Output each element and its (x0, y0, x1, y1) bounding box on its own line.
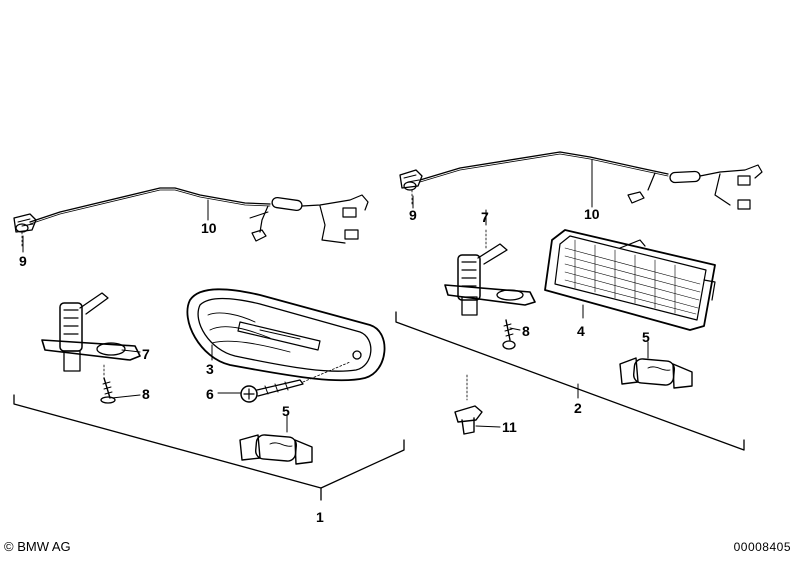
left-wiring-harness (29, 187, 369, 244)
callout-right-switch: 7 (481, 209, 489, 225)
callout-labels: 10 9 7 8 3 6 5 1 10 9 7 8 4 5 2 11 (19, 206, 650, 525)
left-door-switch (41, 292, 141, 372)
callout-lamp-screw: 6 (206, 386, 214, 402)
left-clip (13, 213, 37, 249)
callout-left-clip: 9 (19, 253, 27, 269)
leader-lines (22, 194, 593, 428)
callout-left-screw: 8 (142, 386, 150, 402)
left-group-bracket (13, 394, 405, 501)
right-door-switch (444, 229, 536, 316)
callout-right-bulb: 5 (642, 329, 650, 345)
left-screw (100, 364, 116, 404)
callout-right-clip: 9 (409, 207, 417, 223)
plug (454, 374, 483, 435)
lamp-screw (240, 361, 351, 403)
callout-right-wire: 10 (584, 206, 600, 222)
callout-left-switch-ref: 7 (142, 346, 150, 362)
right-wiring-harness (419, 151, 763, 210)
right-screw (502, 319, 516, 350)
left-festoon-bulb (239, 415, 313, 465)
right-lamp-lens (544, 229, 716, 331)
callout-lamp-lens: 3 (206, 361, 214, 377)
right-group-bracket (395, 311, 745, 451)
interior-lamp-housing (186, 288, 386, 382)
callout-right-group: 2 (574, 400, 582, 416)
right-festoon-bulb (619, 341, 693, 389)
callout-plug: 11 (502, 419, 517, 435)
diagram-number: 00008405 (733, 540, 791, 554)
callout-left-wire: 10 (201, 220, 217, 236)
callout-right-lens: 4 (577, 323, 585, 339)
callout-left-group: 1 (316, 509, 324, 525)
copyright-label: © BMW AG (4, 539, 71, 554)
right-clip (399, 169, 423, 206)
callout-left-bulb: 5 (282, 403, 290, 419)
callout-right-screw: 8 (522, 323, 530, 339)
